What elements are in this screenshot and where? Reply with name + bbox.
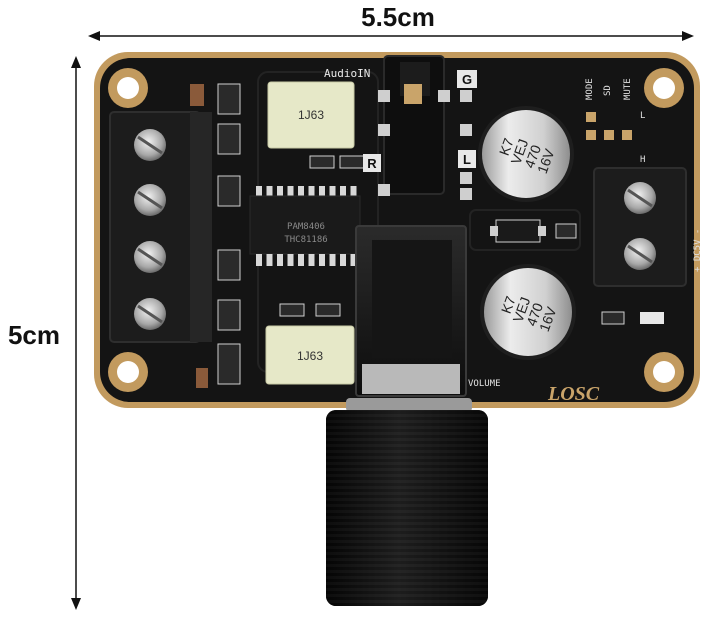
width-dimension: 5.5cm xyxy=(88,2,694,41)
width-label: 5.5cm xyxy=(361,2,435,32)
height-label: 5cm xyxy=(8,320,60,350)
chip-pin xyxy=(340,186,346,198)
film-capacitor-bottom-label: 1J63 xyxy=(297,349,323,363)
chip-pin xyxy=(298,186,304,198)
chip-pin xyxy=(287,186,294,198)
cap-bottom-line3: 470 xyxy=(523,300,546,328)
right-marker: R xyxy=(363,154,381,172)
audio-jack xyxy=(378,55,472,200)
left-label: L xyxy=(463,152,471,167)
low-label: L xyxy=(640,111,645,121)
chip-pin xyxy=(340,254,346,266)
chip-pin xyxy=(319,254,325,266)
terminal-screw-1 xyxy=(134,129,166,161)
chip-pin xyxy=(308,186,315,198)
power-led xyxy=(601,311,664,325)
terminal-screw-3 xyxy=(134,241,166,273)
height-dimension: 5cm xyxy=(8,56,81,610)
ground-label: G xyxy=(462,72,472,87)
mounting-hole-bottom-left xyxy=(108,352,148,392)
brand-logo: LOSC xyxy=(547,383,600,405)
chip-pin xyxy=(308,254,315,266)
volume-knob[interactable] xyxy=(326,398,488,606)
mode-label: MODE xyxy=(585,78,595,100)
terminal-screw-2 xyxy=(134,184,166,216)
dc-terminal-screw-1 xyxy=(624,182,656,214)
chip-pin xyxy=(287,254,294,266)
volume-label: VOLUME xyxy=(468,379,501,389)
chip-pin xyxy=(329,186,336,198)
speaker-terminal-block xyxy=(109,111,212,343)
chip-pin xyxy=(329,254,336,266)
chip-pin xyxy=(298,254,304,266)
electrolytic-capacitor-bottom: K7 VEJ 470 16V xyxy=(480,264,576,360)
chip-label-line1: PAM8406 xyxy=(287,222,325,232)
mode-header: MODE SD MUTE L H xyxy=(585,78,645,165)
smd-components-left xyxy=(190,83,241,388)
film-capacitor-top-label: 1J63 xyxy=(298,108,324,122)
chip-pin xyxy=(266,186,273,198)
dc-power-terminal: + DC5V - xyxy=(593,167,703,287)
dc-input-label: + DC5V - xyxy=(693,229,703,272)
electrolytic-capacitor-top: K7 VEJ 470 16V xyxy=(478,106,574,202)
chip-pin xyxy=(350,254,357,266)
dc-terminal-screw-2 xyxy=(624,238,656,270)
chip-label-line2: THC81186 xyxy=(284,235,327,245)
chip-pin xyxy=(266,254,273,266)
chip-pin xyxy=(277,254,283,266)
chip-pin xyxy=(319,186,325,198)
mute-label: MUTE xyxy=(623,78,633,100)
chip-pin xyxy=(256,186,262,198)
cap-top-line3: 470 xyxy=(521,142,544,170)
chip-pin xyxy=(350,186,357,198)
chip-pin xyxy=(277,186,283,198)
film-capacitor-top: 1J63 xyxy=(267,81,355,149)
volume-potentiometer xyxy=(355,225,467,397)
film-capacitor-bottom: 1J63 xyxy=(265,325,355,385)
diode-component xyxy=(490,219,577,243)
terminal-screw-4 xyxy=(134,298,166,330)
audio-in-label: AudioIN xyxy=(324,67,370,80)
right-label: R xyxy=(367,156,377,171)
high-label: H xyxy=(640,155,645,165)
mounting-hole-bottom-right xyxy=(644,352,684,392)
mounting-hole-top-left xyxy=(108,68,148,108)
ground-marker: G xyxy=(457,70,477,88)
amplifier-chip: PAM8406 THC81186 xyxy=(249,186,361,266)
chip-pin xyxy=(256,254,262,266)
cap-top-line1: K7 xyxy=(496,136,517,158)
sd-label: SD xyxy=(603,85,613,96)
smd-components-center xyxy=(279,155,365,317)
left-marker: L xyxy=(458,150,476,168)
cap-bottom-line1: K7 xyxy=(498,294,519,316)
mounting-hole-top-right xyxy=(644,68,684,108)
